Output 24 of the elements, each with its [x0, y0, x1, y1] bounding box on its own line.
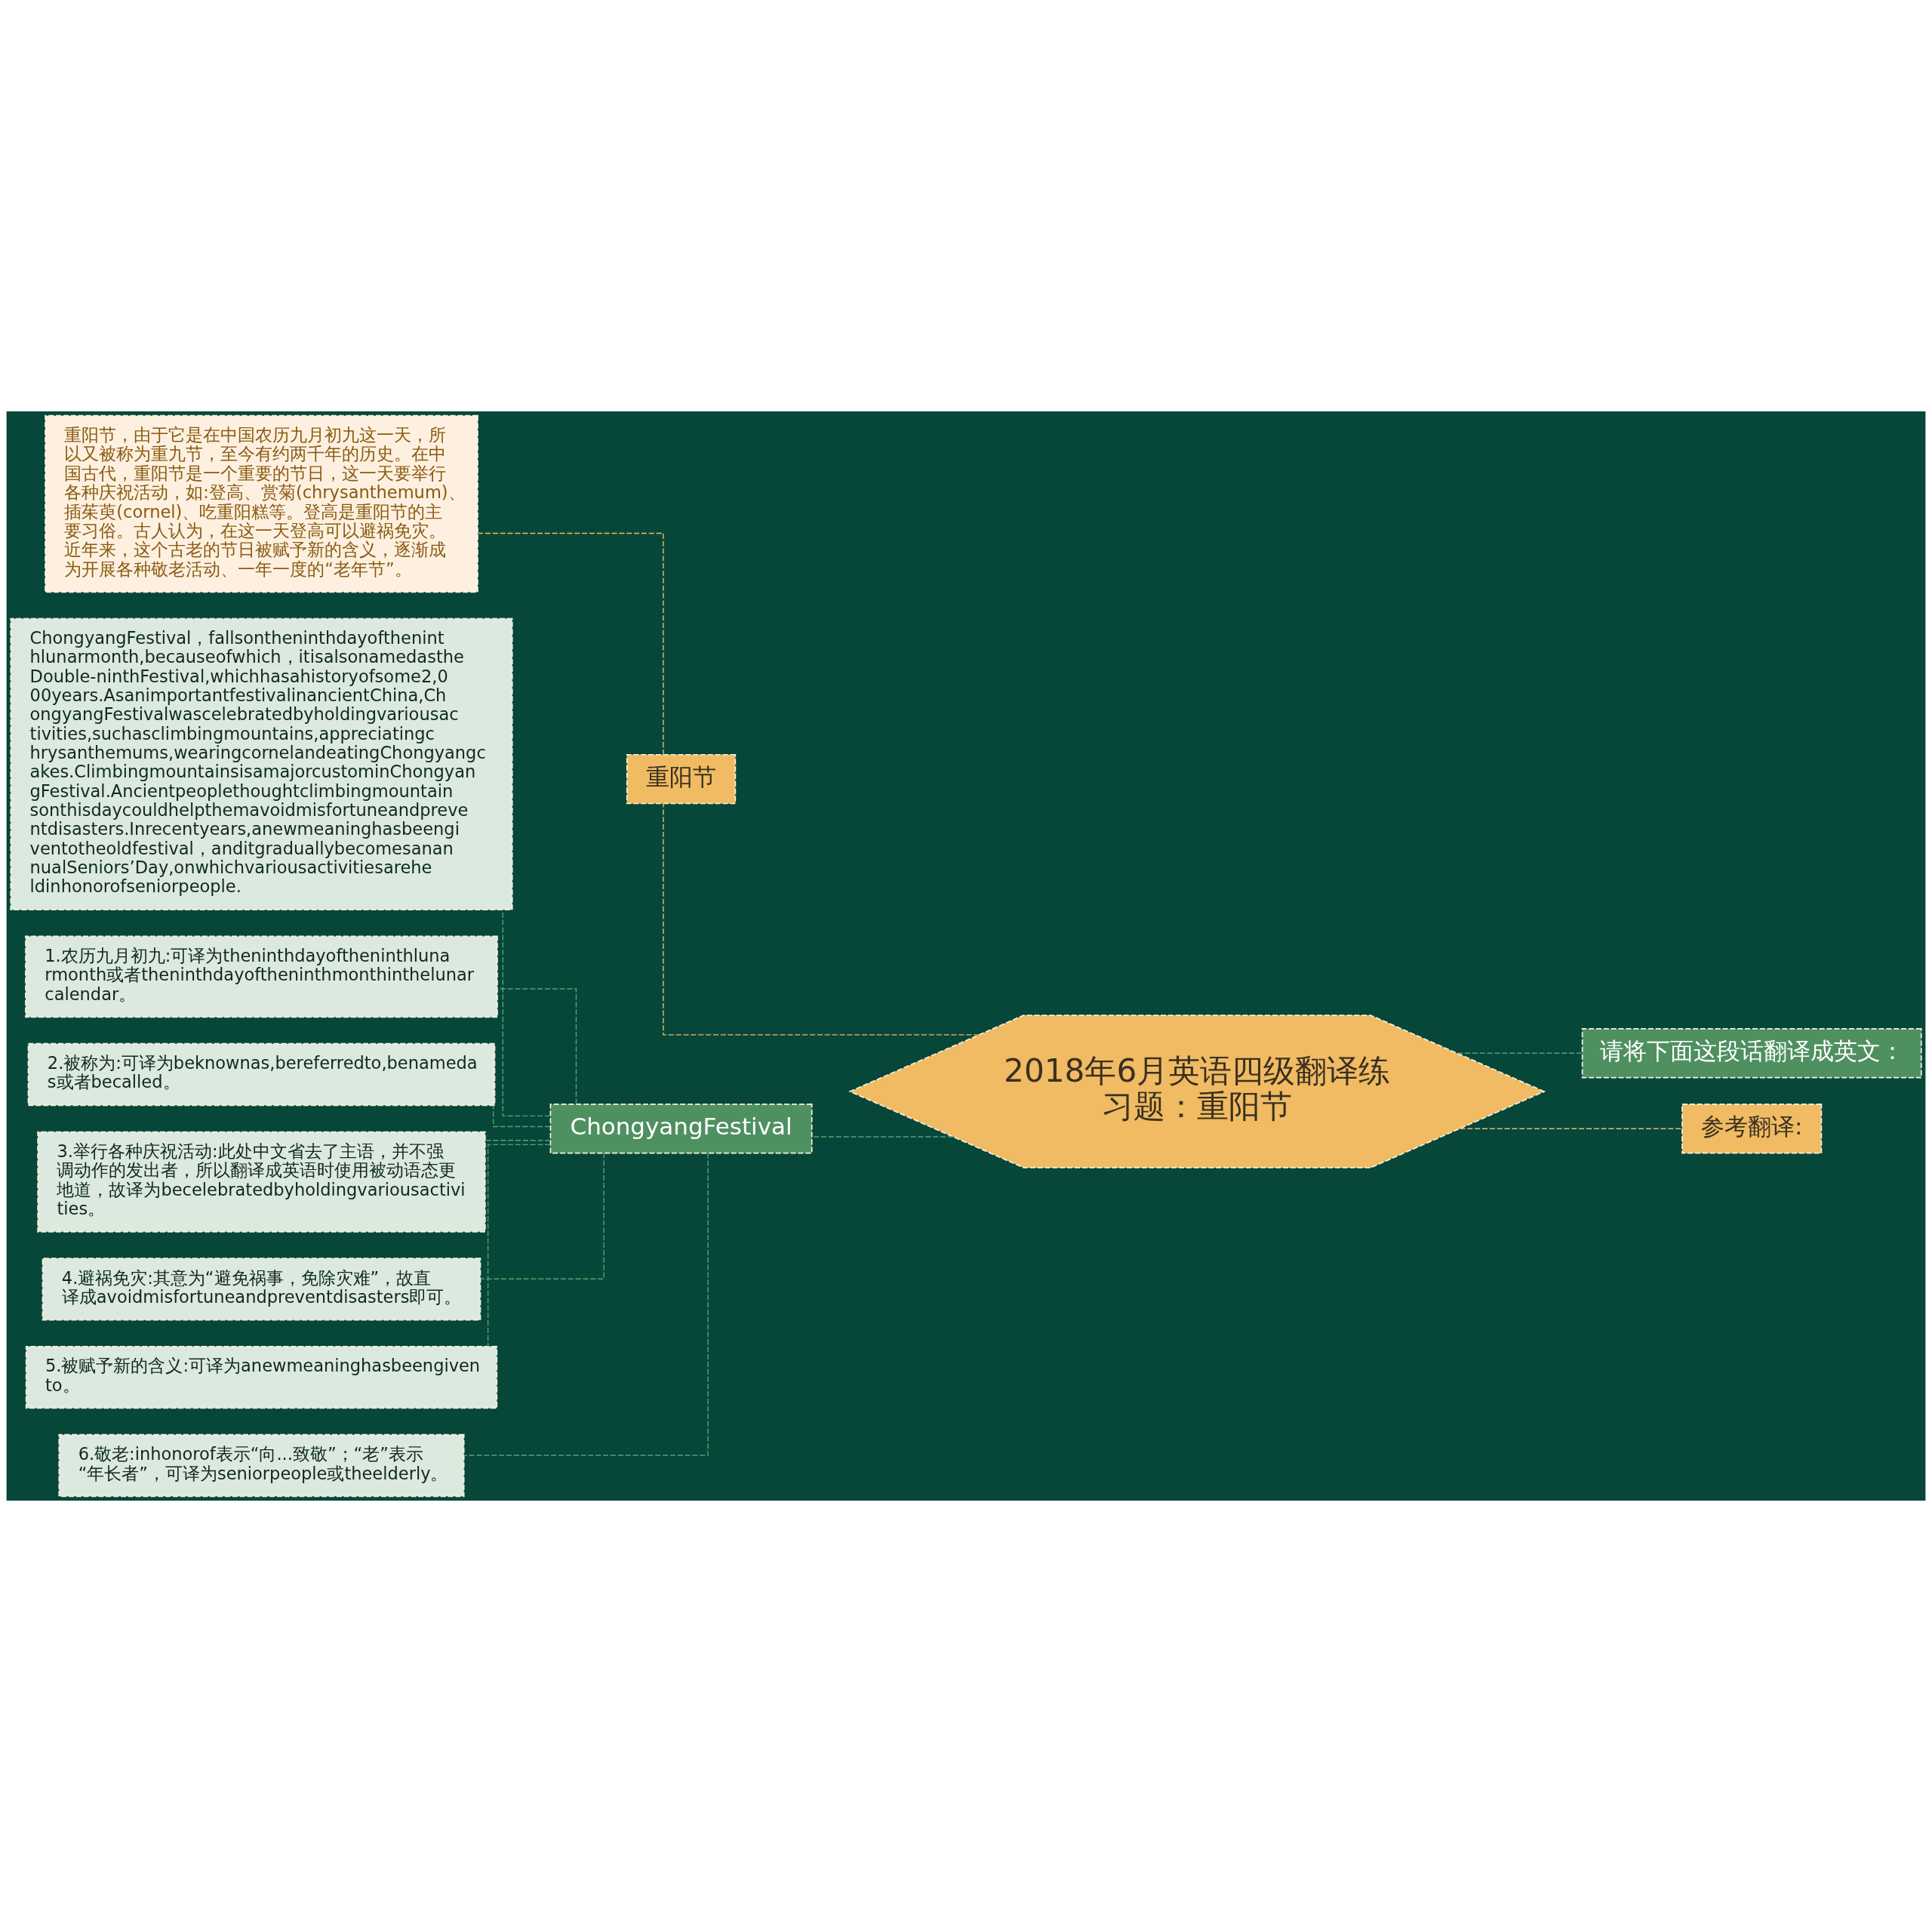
node-box: ChongyangFestival，fallsontheninthdayoftheninthlunarmonth,becauseofwhich，itisalsonamedastheDouble-ninthFestival,whichhasahistoryofsome2,000years.AsanimportantfestivalinancientChina,ChongyangFestivalwascelebratedbyholdingvariousactivities,suchasclimbingmountains,appreciatingchrysanthemums,wearingcornelandeatingChongyangcakes.ClimbingmountainsisamajorcustominChongyangFestival.Ancientpeoplethoughtclimbingmountainsonthisdaycouldhelpthemavoidmisfortuneandpreventdisasters.Inrecentyears,anewmeaninghasbeengiventotheoldfestival，anditgraduallybecomesanannualSeniors’Day,onwhichvariousactivitiesareheldinhonorofseniorpeople.: [10, 617, 513, 911]
node-box: 2.被称为:可译为beknownas,bereferredto,benamedas或者becalled。: [27, 1042, 496, 1107]
connector: [487, 1144, 552, 1347]
connector: [811, 1136, 954, 1138]
connector: [1457, 1052, 1583, 1054]
connector: [502, 909, 551, 1117]
connector: [485, 1140, 551, 1141]
node-box: 3.举行各种庆祝活动:此处中文省去了主语，并不强调动作的发出者，所以翻译成英语时使用被动语态更地道，故译为becelebratedbyholdingvariousactivities。: [37, 1131, 486, 1233]
connector: [477, 532, 664, 756]
connector: [492, 1104, 551, 1128]
node-box: 重阳节: [626, 753, 737, 805]
node-box: 参考翻译:: [1681, 1104, 1823, 1154]
node-box: 1.农历九月初九:可译为theninthdayoftheninthlunarmonth或者theninthdayoftheninthmonthinthelunarcalendar。: [25, 935, 498, 1018]
node-box: 6.敬老:inhonorof表示“向...致敬”；“老”表示“年长者”，可译为seniorpeople或theelderly。: [58, 1433, 465, 1498]
connector: [663, 802, 980, 1036]
connector: [1459, 1128, 1683, 1129]
node-box: 重阳节，由于它是在中国农历九月初九这一天，所以又被称为重九节，至今有约两千年的历史。在中国古代，重阳节是一个重要的节日，这一天要举行各种庆祝活动，如:登高、赏菊(chrysanthemum)、插茱萸(cornel)、吃重阳糕等。登高是重阳节的主要习俗。古人认为，在这一天登高可以避祸免灾。近年来，这个古老的节日被赋予新的含义，逐渐成为开展各种敬老活动、一年一度的“老年节”。: [45, 414, 478, 593]
node-box: 4.避祸免灾:其意为“避免祸事，免除灾难”，故直译成avoidmisfortuneandpreventdisasters即可。: [42, 1258, 481, 1321]
node-box: ChongyangFestival: [549, 1104, 813, 1154]
node-box: 请将下面这段话翻译成英文：: [1581, 1028, 1922, 1079]
connector: [480, 1152, 605, 1279]
connector: [497, 988, 577, 1105]
connector: [463, 1153, 709, 1456]
node-box: 5.被赋予新的含义:可译为anewmeaninghasbeengivento。: [25, 1346, 498, 1409]
